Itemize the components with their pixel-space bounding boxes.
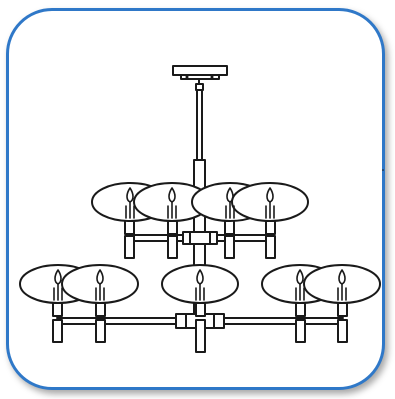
- ceiling-canopy: [172, 65, 228, 91]
- stray-dot: [382, 169, 384, 171]
- lower-tier-flames: [53, 269, 347, 301]
- upper-tier-shades: [91, 182, 309, 222]
- lower-tier-columns: [52, 301, 348, 353]
- upper-tier-flames: [125, 187, 275, 219]
- upper-tier-columns: [124, 219, 276, 259]
- upper-tier-arms: [129, 231, 271, 245]
